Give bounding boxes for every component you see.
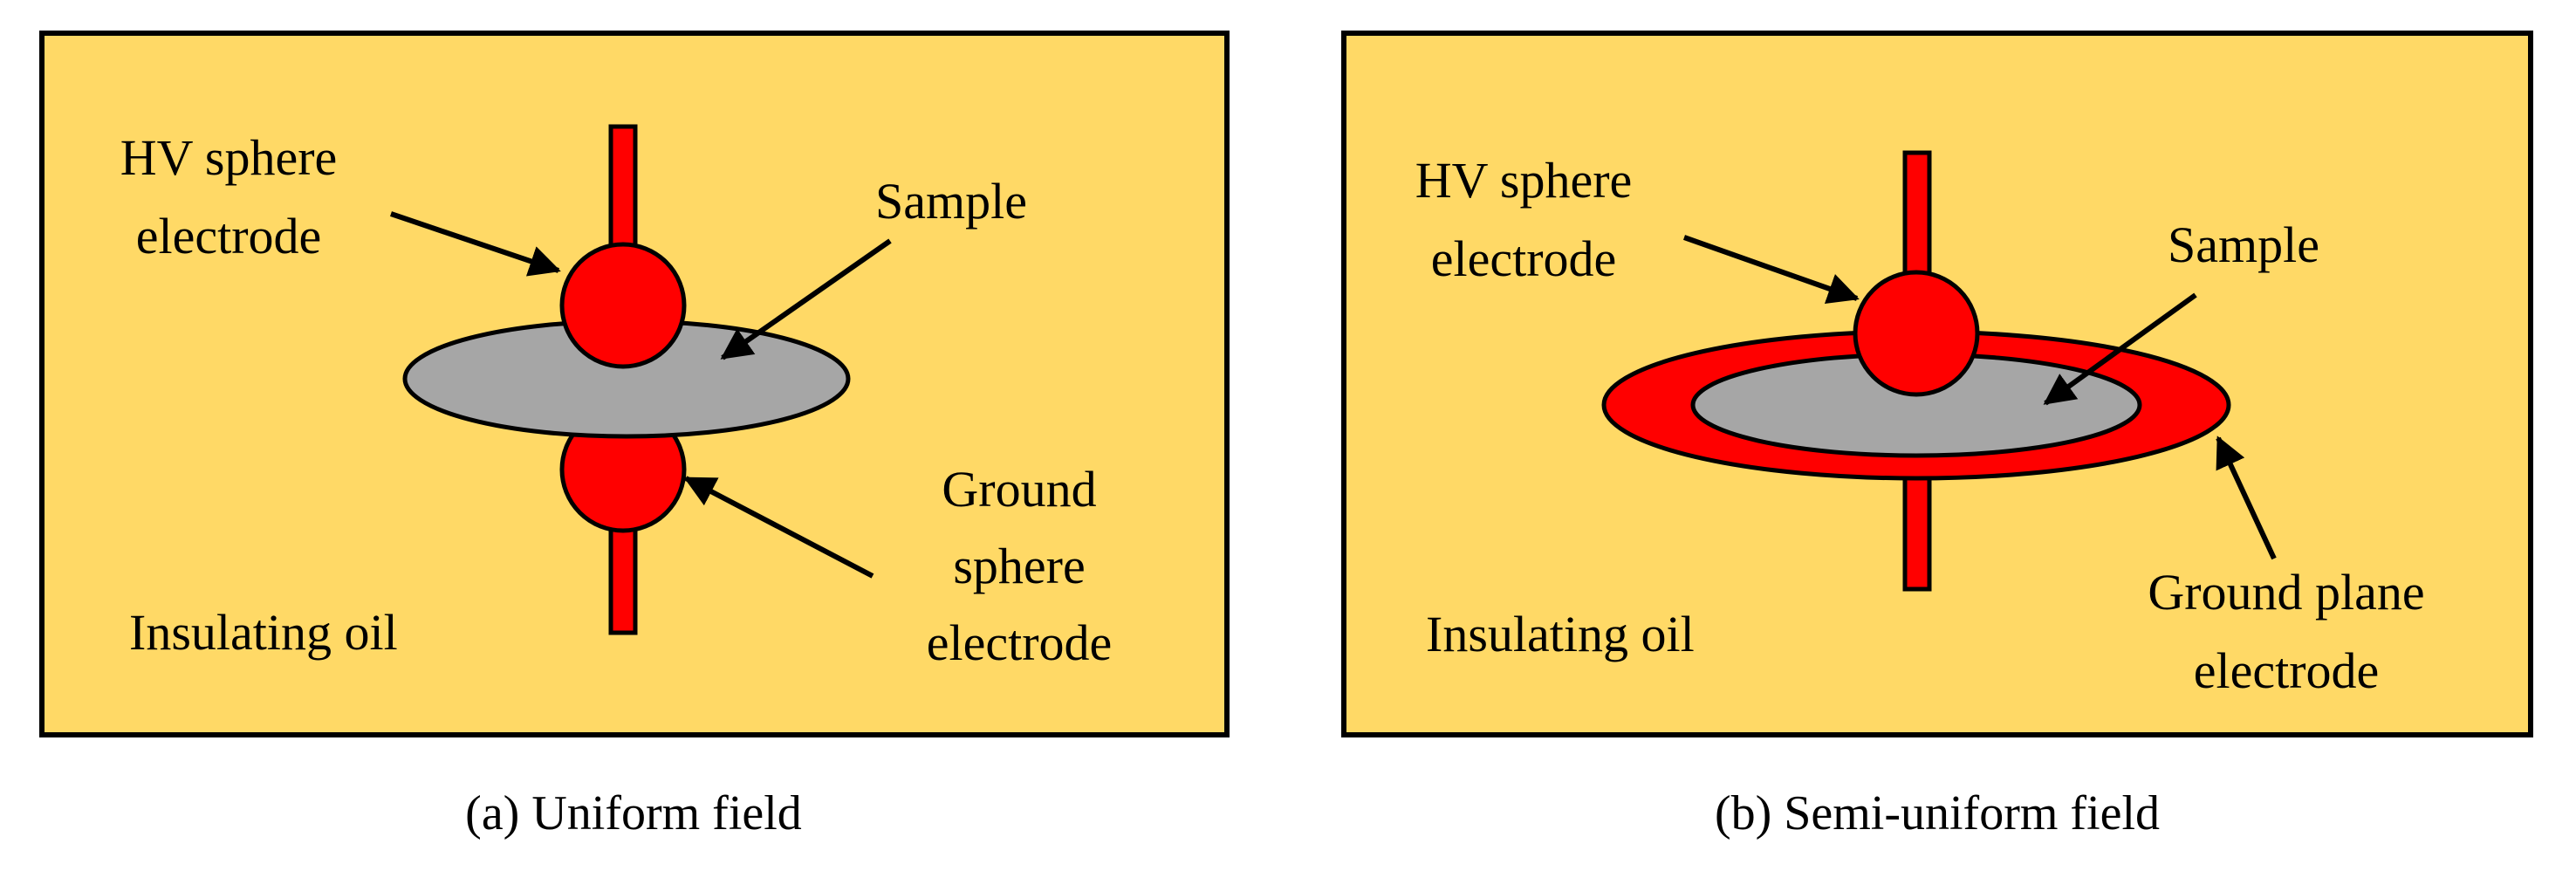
- panel-b-sample-arrow: [2043, 292, 2197, 406]
- panel-a-sample-arrow: [720, 238, 892, 360]
- panel-b-oil-label: Insulating oil: [1426, 606, 1695, 662]
- panel-b-hv-sphere: [1853, 270, 1980, 397]
- panel-a-hv-sphere: [559, 242, 687, 369]
- panel-a: HV sphere electrode Sample Ground sphere…: [39, 31, 1230, 737]
- panel-a-ground-label-line2: sphere: [953, 538, 1085, 594]
- panel-a-oil-label: Insulating oil: [129, 604, 398, 661]
- panel-b-hv-label-line2: electrode: [1431, 230, 1617, 287]
- panel-b-hv-label-line1: HV sphere: [1415, 152, 1633, 209]
- panel-b: HV sphere electrode Sample Ground plane …: [1341, 31, 2533, 737]
- panel-a-ground-label-line3: electrode: [927, 614, 1113, 671]
- panel-a-hv-arrow: [390, 211, 561, 277]
- panel-a-ground-label-line1: Ground: [942, 461, 1096, 518]
- panel-a-ground-arrow: [683, 476, 874, 579]
- panel-a-hv-label-line1: HV sphere: [120, 129, 338, 186]
- panel-b-ground-arrow: [2216, 436, 2277, 560]
- panel-b-hv-arrow: [1683, 235, 1860, 304]
- panel-b-caption: (b) Semi-uniform field: [1715, 786, 2160, 840]
- panel-b-sample-label: Sample: [2168, 216, 2319, 273]
- panel-b-ground-label-line1: Ground plane: [2148, 564, 2424, 621]
- panel-a-caption: (a) Uniform field: [465, 786, 802, 840]
- panel-a-sample-label: Sample: [875, 173, 1027, 230]
- panel-a-hv-label-line2: electrode: [136, 208, 322, 264]
- panel-b-ground-label-line2: electrode: [2194, 642, 2380, 699]
